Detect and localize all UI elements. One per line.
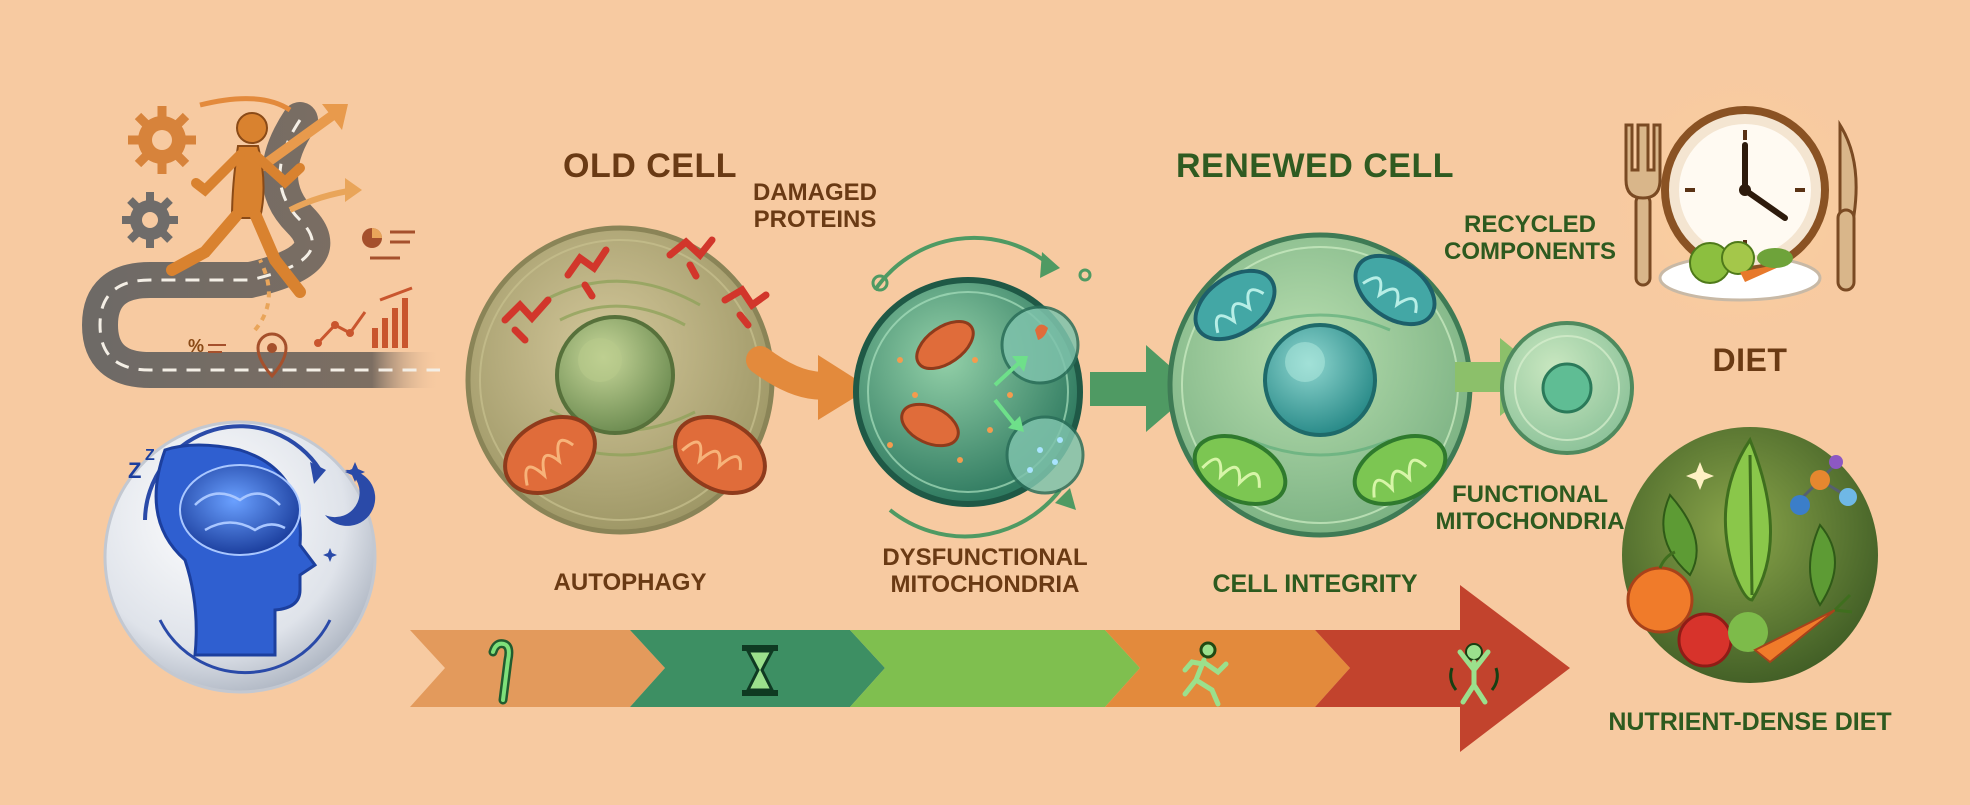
knife-icon — [1836, 119, 1858, 292]
svg-text:Z: Z — [145, 447, 155, 464]
damaged-proteins-line-1: DAMAGED — [753, 179, 877, 206]
autophagosome — [853, 235, 1092, 539]
diet-label: DIET — [1712, 342, 1788, 378]
functional-mitochondria-label: FUNCTIONAL MITOCHONDRIA — [1425, 481, 1635, 536]
damaged-proteins-line-2: PROTEINS — [753, 205, 877, 233]
recycled-components-line-1: RECYCLED — [1463, 211, 1596, 238]
running-person-icon — [1182, 641, 1229, 707]
meal-timing-icon — [1590, 55, 1890, 355]
cane-icon — [488, 639, 514, 705]
aging-timeline-arrow — [410, 585, 1570, 752]
renewed-cell — [1167, 232, 1473, 538]
dysfunctional-line-1: DYSFUNCTIONAL — [882, 544, 1088, 571]
gear-icon — [128, 106, 196, 174]
renewed-cell-label: RENEWED CELL — [1176, 147, 1454, 185]
dysfunctional-mitochondria-label: DYSFUNCTIONAL MITOCHONDRIA — [870, 544, 1100, 599]
old-cell-label: OLD CELL — [563, 147, 737, 185]
functional-line-1: FUNCTIONAL — [1452, 481, 1608, 508]
dysfunctional-line-2: MITOCHONDRIA — [890, 570, 1080, 598]
functional-mitochondrion — [1192, 434, 1288, 506]
recycled-component-cell — [1500, 321, 1634, 455]
healthy-mitochondrion — [1353, 253, 1437, 327]
stats-icons: % — [188, 228, 415, 379]
damaged-protein-cluster — [501, 236, 770, 344]
old-mitochondrion — [503, 415, 597, 495]
autophagy-label: AUTOPHAGY — [553, 569, 707, 596]
healthy-mitochondrion — [1193, 268, 1277, 342]
functional-mitochondrion — [1352, 434, 1448, 506]
damaged-proteins-label: DAMAGED PROTEINS — [740, 179, 890, 234]
gear-icon — [122, 192, 178, 248]
old-mitochondrion — [673, 415, 767, 495]
exercise-road-illustration — [81, 96, 458, 388]
molecule-icon — [1790, 455, 1857, 515]
nutrient-dense-diet-label: NUTRIENT-DENSE DIET — [1608, 708, 1892, 736]
functional-line-2: MITOCHONDRIA — [1435, 507, 1625, 535]
hourglass-icon — [742, 645, 778, 696]
cell-integrity-label: CELL INTEGRITY — [1212, 570, 1418, 598]
recycled-components-label: RECYCLED COMPONENTS — [1430, 211, 1630, 266]
svg-text:Z: Z — [128, 458, 141, 483]
sleep-brain-icon: Z Z — [103, 420, 377, 694]
process-arrow — [746, 346, 870, 420]
old-cell — [465, 225, 775, 535]
recycled-components-line-2: COMPONENTS — [1443, 237, 1616, 265]
percent-mark: % — [188, 336, 204, 356]
celebrating-person-icon — [1449, 643, 1499, 705]
fork-icon — [1624, 123, 1662, 287]
runner-icon — [166, 112, 306, 298]
nutrient-dense-foods-icon — [1622, 427, 1878, 683]
